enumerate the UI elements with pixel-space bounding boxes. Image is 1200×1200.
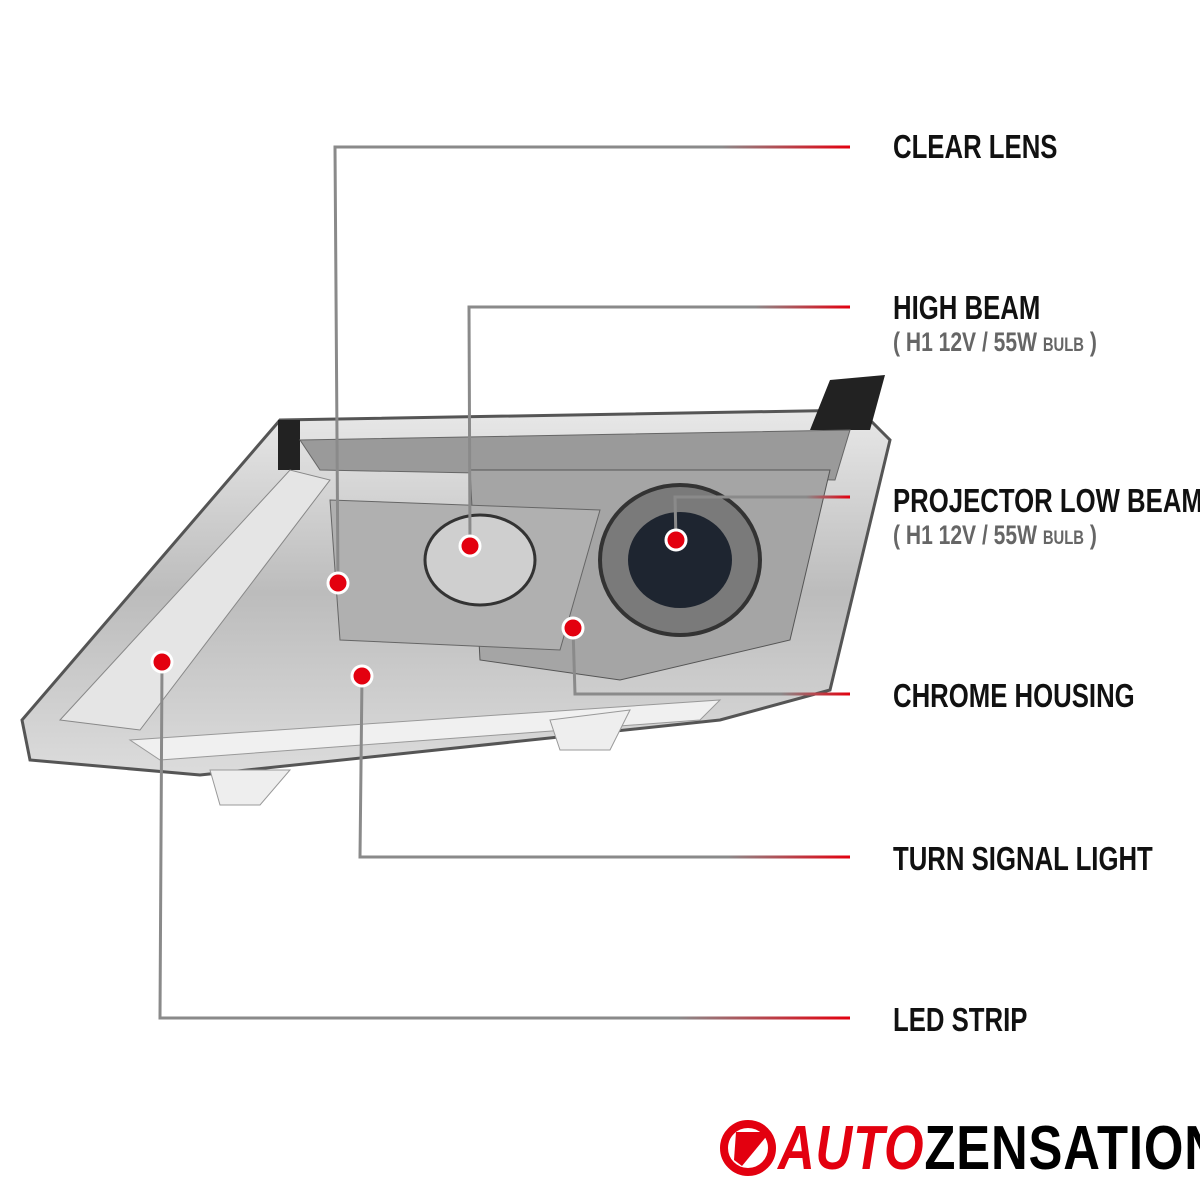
dot-chrome-housing bbox=[561, 616, 585, 640]
headlight bbox=[20, 375, 892, 806]
dot-clear-lens bbox=[326, 571, 350, 595]
callout-sub-projector: ( H1 12V / 55W BULB ) bbox=[893, 520, 1097, 550]
callout-label-turn-signal: TURN SIGNAL LIGHT bbox=[893, 840, 1153, 877]
brand-logo-icon bbox=[720, 1120, 776, 1176]
callout-dots bbox=[150, 528, 688, 688]
dot-led-strip bbox=[150, 650, 174, 674]
dot-projector bbox=[664, 528, 688, 552]
dot-turn-signal bbox=[350, 664, 374, 688]
callout-label-led-strip: LED STRIP bbox=[893, 1001, 1028, 1038]
brand-auto: AUTO bbox=[778, 1113, 925, 1183]
brand-zensation: ZENSATION bbox=[924, 1113, 1200, 1183]
callout-label-high-beam: HIGH BEAM bbox=[893, 289, 1041, 326]
callout-label-chrome-housing: CHROME HOUSING bbox=[893, 677, 1135, 714]
callout-label-projector-low-beam: PROJECTOR LOW BEAM bbox=[893, 482, 1200, 519]
brand-logo: AUTOZENSATION bbox=[778, 1114, 1200, 1183]
dot-high-beam bbox=[458, 534, 482, 558]
callout-sub-high-beam: ( H1 12V / 55W BULB ) bbox=[893, 327, 1097, 357]
callout-label-clear-lens: CLEAR LENS bbox=[893, 128, 1058, 165]
callout-lines bbox=[158, 145, 850, 1020]
